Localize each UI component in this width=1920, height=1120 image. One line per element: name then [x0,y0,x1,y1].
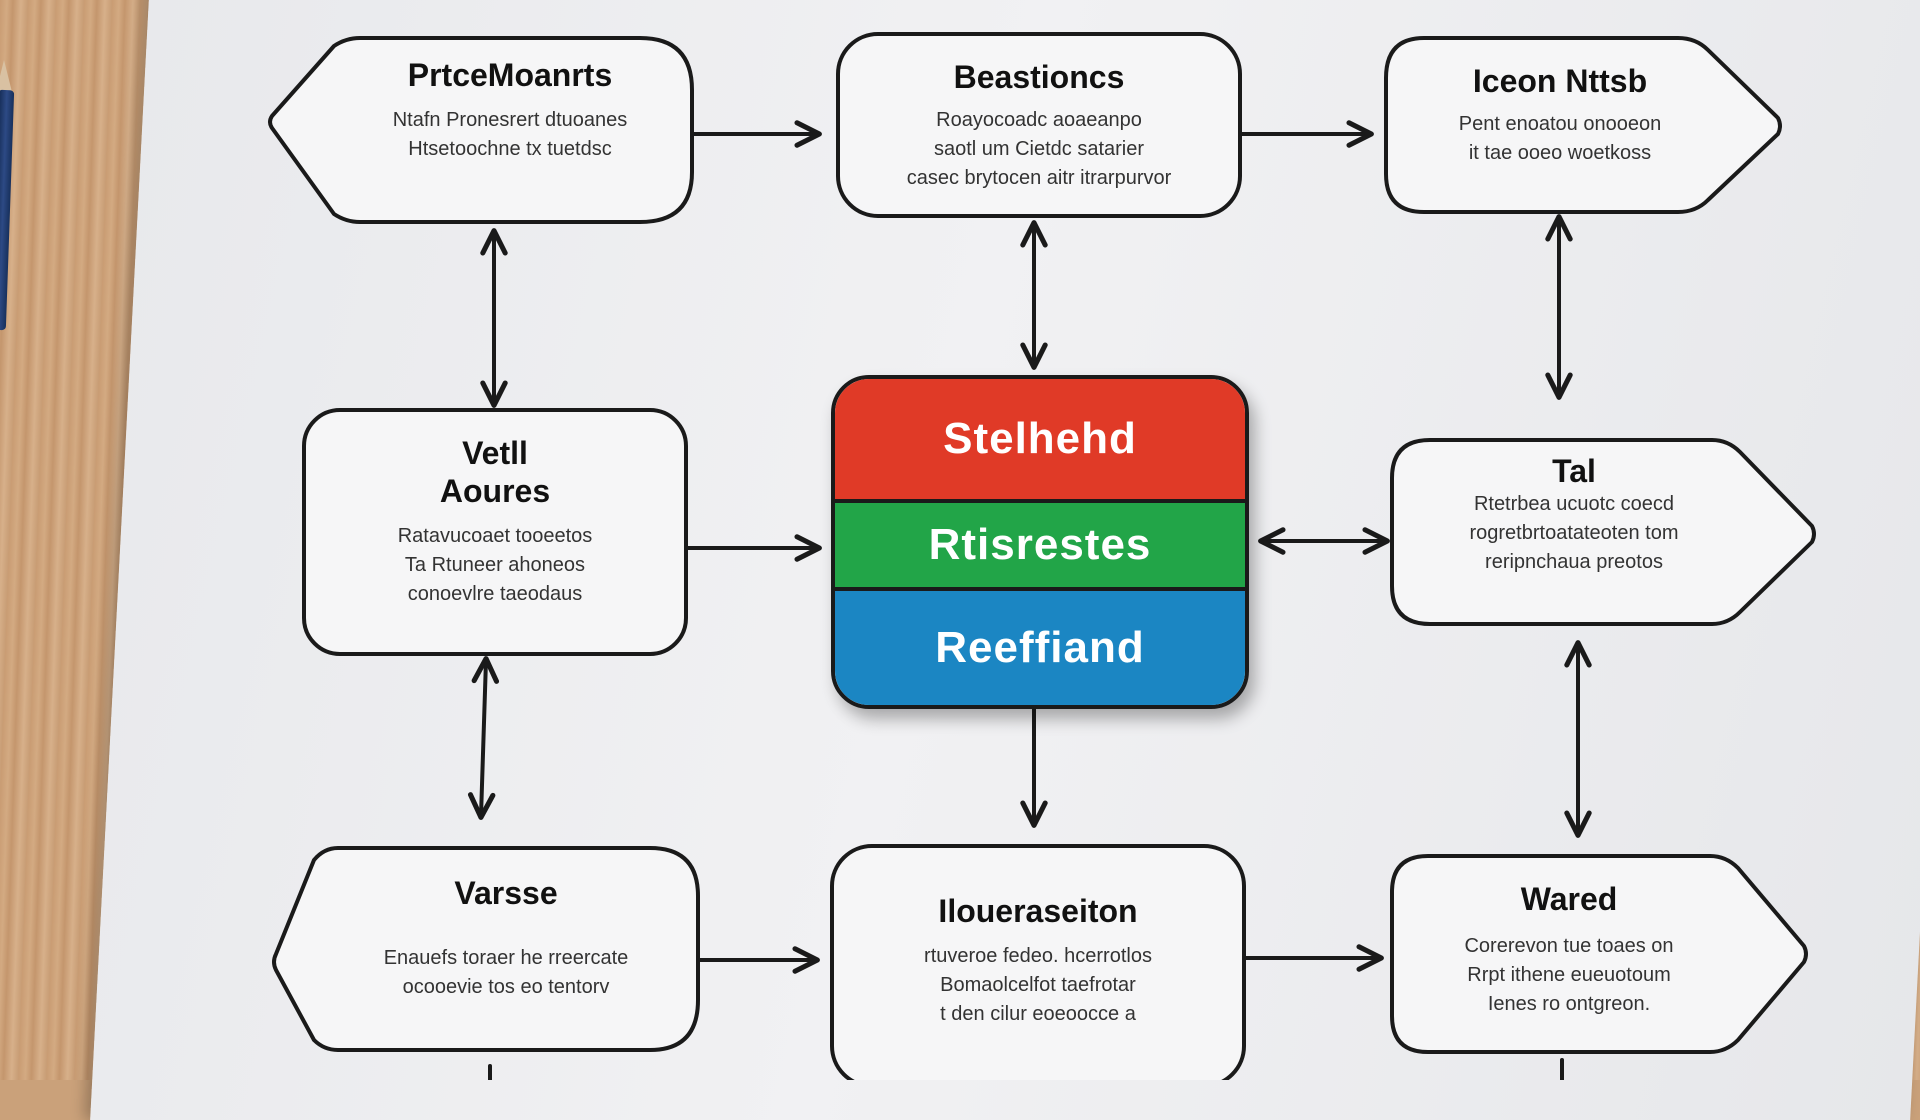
node-bottom-right: Wared Corerevon tue toaes on Rrpt ithene… [1404,880,1734,1040]
node-middle-left: Vetll Aoures Ratavucoaet tooeetos Ta Rtu… [320,434,670,634]
node-bottom-middle-shape [830,844,1246,1080]
center-stack: Stelhehd Rtisrestes Reeffiand [831,375,1249,709]
node-top-left-shape [268,36,694,224]
center-band-middle: Rtisrestes [835,503,1245,591]
center-band-top: Stelhehd [835,379,1245,503]
node-bottom-left: Varsse Enauefs toraer he rreercate ocooe… [326,874,686,1034]
node-body: Ntafn Pronesrert dtuoanes Htsetoochne tx… [392,109,628,160]
node-title: Iloueraseiton [938,893,1138,929]
node-bottom-middle: Iloueraseiton rtuveroe fedeo. hcerrotlos… [846,892,1230,1072]
node-top-middle-shape [836,32,1242,218]
node-top-left: PrtceMoanrts Ntafn Pronesrert dtuoanes H… [340,56,680,206]
center-band-bottom: Reeffiand [835,591,1245,705]
node-middle-right-shape [1390,438,1816,626]
center-band-bottom-label: Reeffiand [935,623,1145,672]
node-top-middle: Beastioncs Roayocoadc aoaeanpo saotl um … [850,58,1228,208]
node-middle-left-shape [302,408,688,656]
node-top-right-shape [1384,36,1782,214]
node-title: PrtceMoanrts [407,57,613,93]
center-band-top-label: Stelhehd [943,414,1137,463]
node-bottom-right-shape [1390,854,1808,1054]
diagram-canvas [268,32,1816,1080]
center-band-middle-label: Rtisrestes [928,520,1152,569]
node-body: Pent enoatou onooeon it tae ooeo woetkos… [1458,113,1662,164]
arrow-middleleft-bottomleft [467,656,500,820]
node-body: rtuveroe fedeo. hcerrotlos Bomaolcelfot … [924,945,1152,1025]
node-body: Corerevon tue toaes on Rrpt ithene eueuo… [1464,935,1674,1015]
node-middle-right: Tal Rtetrbea ucuotc coecd rogretbrtoatat… [1404,452,1744,612]
pencil-tip [0,60,12,92]
node-body: Enauefs toraer he rreercate ocooevie tos… [383,947,629,998]
node-title: Varsse [454,875,558,911]
node-title: Vetll Aoures [439,435,551,510]
node-body: Rtetrbea ucuotc coecd rogretbrtoatateote… [1469,493,1679,573]
node-bottom-left-shape [272,846,700,1052]
node-body: Ratavucoaet tooeetos Ta Rtuneer ahoneos … [397,525,593,605]
node-title: Tal [1552,453,1596,489]
node-body: Roayocoadc aoaeanpo saotl um Cietdc sata… [906,109,1172,189]
node-title: Wared [1520,881,1618,917]
node-title: Iceon Nttsb [1472,63,1648,99]
node-top-right: Iceon Nttsb Pent enoatou onooeon it tae … [1400,62,1720,192]
node-title: Beastioncs [953,59,1125,95]
